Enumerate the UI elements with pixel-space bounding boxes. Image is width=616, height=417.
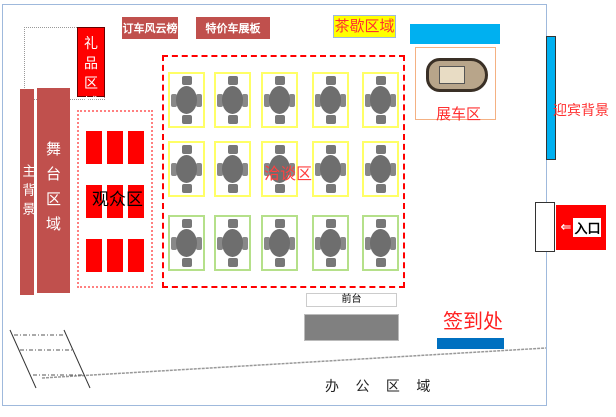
negotiation-table	[214, 215, 251, 271]
audience-seat	[107, 131, 123, 164]
reception-desk	[304, 314, 399, 341]
car-display-zone: 展车区	[415, 47, 496, 123]
tea-break-zone: 茶歇区域	[333, 15, 396, 38]
audience-seat	[107, 239, 123, 272]
audience-seat	[128, 239, 144, 272]
welcome-background-label: 迎宾背景	[553, 103, 609, 119]
entrance-sign: ⇐入口	[556, 205, 606, 250]
negotiation-table	[168, 72, 205, 128]
negotiation-table	[312, 72, 349, 128]
audience-seat	[107, 185, 123, 218]
welcome-backdrop	[546, 36, 556, 160]
audience-seat	[128, 185, 144, 218]
negotiation-table	[362, 141, 399, 197]
main-background: 主背景	[20, 89, 35, 295]
car-display-label: 展车区	[436, 105, 482, 123]
negotiation-table	[362, 72, 399, 128]
check-in-label: 签到处	[443, 309, 503, 333]
reception-label: 前台	[306, 293, 397, 307]
negotiation-table	[312, 141, 349, 197]
negotiation-table	[214, 72, 251, 128]
audience-label: 观众区	[92, 190, 143, 210]
car-backdrop	[410, 24, 500, 44]
audience-seat	[86, 239, 102, 272]
special-price-board: 特价车展板	[196, 17, 270, 39]
office-zone-label: 办 公 区 域	[325, 379, 437, 395]
negotiation-label: 洽谈区	[264, 164, 313, 183]
audience-zone	[77, 110, 153, 288]
negotiation-table	[362, 215, 399, 271]
negotiation-table	[261, 141, 298, 197]
audience-seat	[86, 185, 102, 218]
stage-zone: 舞台区域	[37, 88, 70, 293]
negotiation-table	[261, 72, 298, 128]
entrance-door	[535, 202, 555, 252]
car-icon	[426, 58, 488, 92]
negotiation-table	[168, 141, 205, 197]
audience-seat	[128, 131, 144, 164]
negotiation-zone	[162, 55, 405, 288]
check-in-desk	[437, 338, 504, 349]
negotiation-table	[261, 215, 298, 271]
ranking-board: 订车风云榜	[122, 17, 178, 39]
negotiation-table	[312, 215, 349, 271]
gift-zone: 礼品区域	[77, 27, 105, 112]
audience-seat	[86, 131, 102, 164]
negotiation-table	[168, 215, 205, 271]
negotiation-table	[214, 141, 251, 197]
arrow-left-icon: ⇐	[560, 220, 572, 235]
